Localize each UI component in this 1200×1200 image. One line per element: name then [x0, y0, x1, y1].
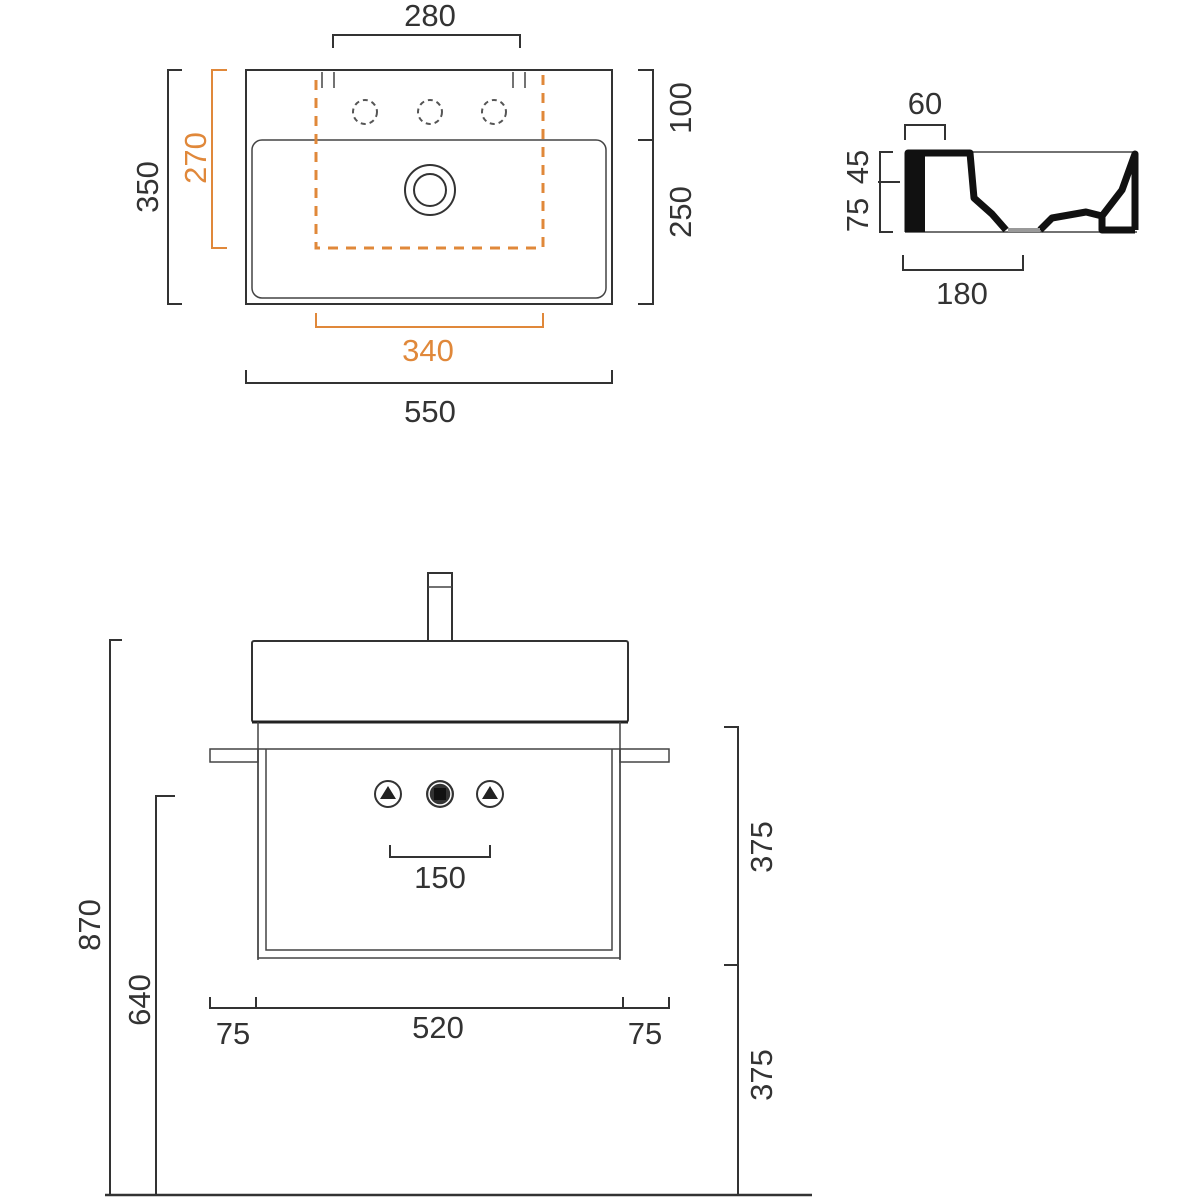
top-view: 280 350 270 100 250 340 550 — [130, 0, 698, 429]
dim-label-250: 250 — [663, 186, 698, 238]
tap-hole-right — [481, 99, 507, 125]
dim-label-640: 640 — [122, 974, 157, 1026]
dim-line-180 — [902, 255, 1024, 271]
dim-label-60: 60 — [908, 86, 942, 121]
dim-line-375 — [724, 726, 739, 1195]
dim-line-340 — [315, 313, 544, 328]
dim-label-280: 280 — [404, 0, 456, 33]
dim-label-340: 340 — [402, 333, 454, 368]
side-view: 60 45 75 180 — [840, 86, 1139, 311]
dim-line-100-250 — [638, 69, 654, 305]
dim-label-100: 100 — [663, 82, 698, 134]
drain-outer — [404, 164, 456, 216]
dim-label-45: 45 — [840, 150, 875, 184]
cabinet-frame — [257, 722, 621, 960]
dim-label-350: 350 — [130, 161, 165, 213]
control-center-icon — [426, 780, 454, 808]
dim-label-75-left: 75 — [216, 1016, 250, 1051]
rim-section — [908, 153, 925, 232]
fixing-marks — [321, 72, 526, 88]
front-view: 150 75 520 75 870 640 375 375 — [72, 572, 812, 1197]
bowl-outline — [251, 139, 607, 299]
towel-rail-left — [209, 748, 259, 763]
basin-front — [251, 640, 629, 723]
dim-line-550 — [245, 370, 613, 384]
tap-hole-left — [352, 99, 378, 125]
drain-icon — [413, 173, 447, 207]
control-left-icon — [374, 780, 402, 808]
dim-label-375-upper: 375 — [744, 821, 779, 873]
dim-label-520: 520 — [412, 1010, 464, 1045]
dim-label-550: 550 — [404, 394, 456, 429]
dim-line-45-75 — [878, 151, 900, 233]
dim-label-75: 75 — [840, 198, 875, 232]
dim-label-75-right: 75 — [628, 1016, 662, 1051]
dim-line-350 — [167, 69, 182, 305]
dim-line-150 — [389, 845, 491, 858]
faucet — [427, 572, 453, 642]
towel-rail-right — [619, 748, 670, 763]
dim-label-180: 180 — [936, 276, 988, 311]
dim-label-375-lower: 375 — [744, 1049, 779, 1101]
dim-label-150: 150 — [414, 860, 466, 895]
cabinet — [257, 748, 621, 959]
dim-line-520 — [209, 997, 670, 1009]
dim-label-870: 870 — [72, 899, 107, 951]
dim-label-270: 270 — [178, 132, 213, 184]
dim-line-870 — [109, 639, 122, 1195]
dim-line-280 — [332, 34, 521, 48]
basin-profile — [904, 149, 1139, 234]
tap-hole-center — [417, 99, 443, 125]
cabinet-inner — [265, 749, 613, 951]
dim-line-640 — [155, 795, 175, 1195]
dim-line-60 — [904, 124, 946, 140]
dim-line-270 — [211, 69, 227, 249]
basin-outline — [245, 69, 613, 305]
control-right-icon — [476, 780, 504, 808]
